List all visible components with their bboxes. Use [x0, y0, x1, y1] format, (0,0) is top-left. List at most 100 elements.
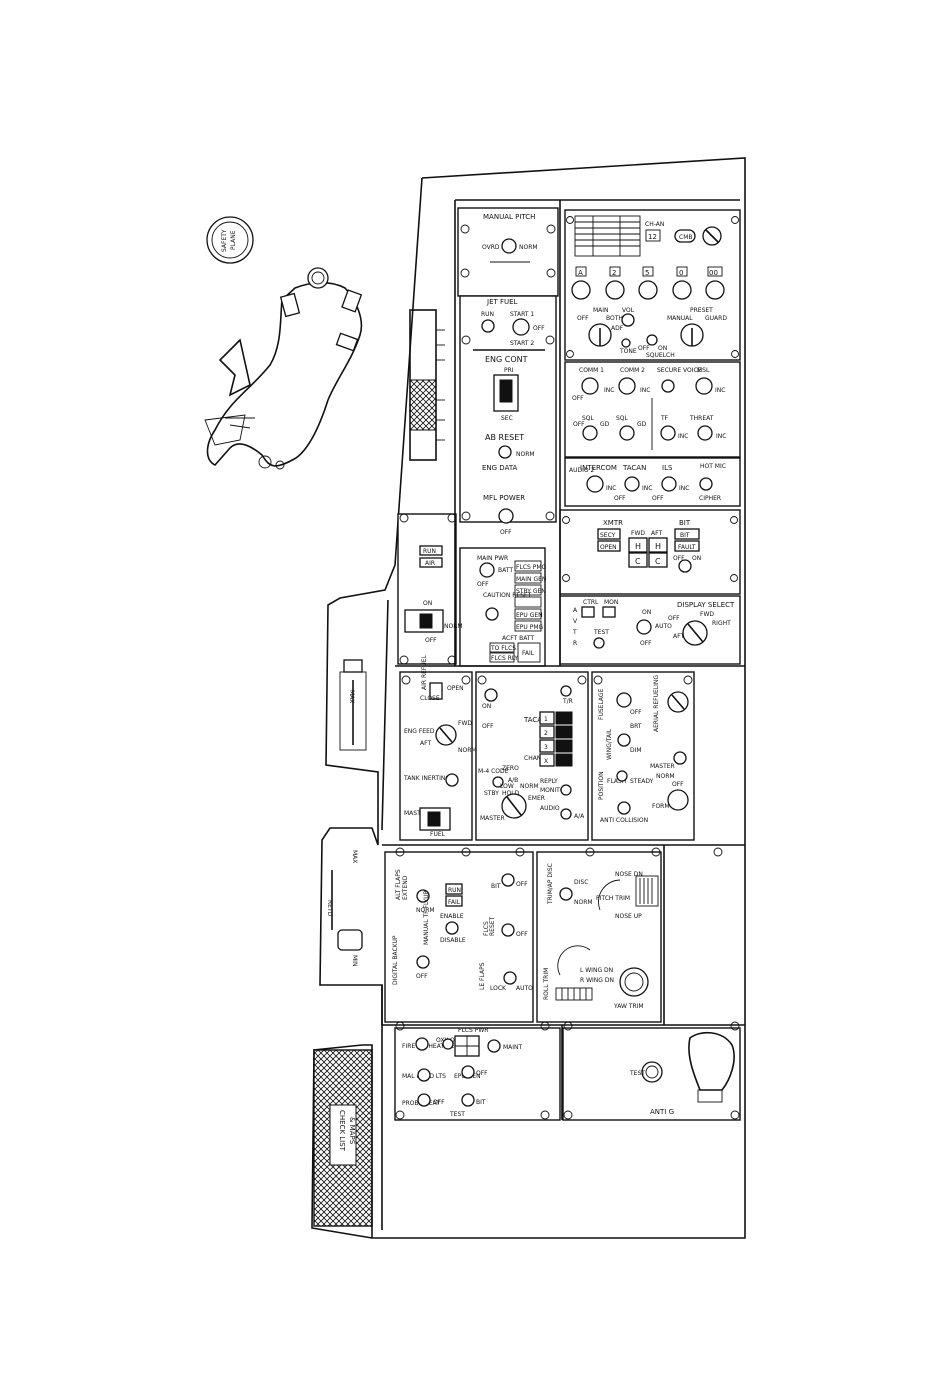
svg-text:TEST: TEST — [629, 1070, 645, 1077]
flcs-pwr-test-switch[interactable] — [487, 1039, 501, 1053]
svg-text:ENG FEED: ENG FEED — [404, 728, 435, 735]
comm2-volume-knob[interactable] — [618, 377, 636, 395]
svg-text:COMM 1: COMM 1 — [579, 367, 604, 374]
intercom-knob[interactable] — [586, 475, 604, 493]
uhf-volume-knob[interactable] — [621, 313, 635, 327]
tone-button[interactable] — [621, 338, 631, 348]
svg-text:DISC: DISC — [574, 879, 588, 886]
svg-text:ON: ON — [482, 703, 491, 710]
ils-volume-knob[interactable] — [661, 476, 677, 492]
tacan-volume-knob[interactable] — [624, 476, 640, 492]
yaw-trim-knob[interactable] — [619, 967, 649, 997]
svg-text:MAIN PWR: MAIN PWR — [477, 555, 508, 562]
digital-backup-switch[interactable] — [416, 955, 430, 969]
svg-text:2: 2 — [544, 730, 548, 737]
mfl-power-switch[interactable] — [498, 508, 514, 524]
comm1-volume-knob[interactable] — [581, 377, 599, 395]
ant-test-button[interactable] — [593, 637, 605, 649]
freq-knob-4[interactable] — [672, 280, 692, 300]
audio-1-panel: COMM 1 COMM 2 SECURE VOICE MSL INC OFF I… — [564, 361, 741, 458]
svg-text:MIN: MIN — [351, 955, 358, 966]
epu-gen-test-switch[interactable] — [461, 1065, 475, 1079]
cmb-button[interactable] — [674, 229, 696, 243]
position-lights-switch[interactable] — [616, 770, 628, 782]
speedbrake-control[interactable]: MAX RETD MAX MIN — [326, 659, 367, 966]
svg-text:BATT: BATT — [498, 567, 513, 574]
secure-voice-knob[interactable] — [661, 379, 675, 393]
freq-knob-2[interactable] — [605, 280, 625, 300]
probe-heat-switch[interactable] — [417, 1093, 431, 1107]
svg-text:OFF: OFF — [433, 1099, 445, 1106]
svg-text:INC: INC — [642, 485, 652, 492]
jfs-switch[interactable] — [512, 318, 530, 336]
svg-text:LE FLAPS: LE FLAPS — [479, 962, 486, 990]
svg-text:HOLD: HOLD — [502, 790, 520, 797]
caution-reset-button[interactable] — [485, 607, 499, 621]
svg-text:INC: INC — [679, 485, 689, 492]
test-bit-switch[interactable] — [461, 1093, 475, 1107]
trim-ap-disc-switch[interactable] — [559, 887, 573, 901]
svg-text:ADF: ADF — [611, 325, 624, 332]
flcs-bit-switch[interactable] — [501, 873, 515, 887]
form-lights-knob[interactable] — [667, 789, 689, 811]
svg-text:AUTO: AUTO — [516, 985, 533, 992]
svg-text:FIRE & OHEAT DETECT: FIRE & OHEAT DETECT — [402, 1043, 470, 1050]
xmtr-bit-panel: XMTR SECY OPEN FWD AFT H H C C BIT BIT F… — [559, 509, 741, 595]
bit-button[interactable] — [674, 528, 700, 540]
svg-text:TANK INERTING: TANK INERTING — [403, 775, 450, 782]
ant-mon-button[interactable] — [602, 606, 616, 618]
svg-text:VOL: VOL — [622, 307, 635, 314]
svg-text:BRT: BRT — [630, 723, 642, 730]
squelch-switch[interactable] — [646, 334, 658, 346]
svg-text:INTERCOM: INTERCOM — [580, 464, 617, 472]
svg-text:STBY GEN: STBY GEN — [516, 588, 546, 595]
alt-flaps-switch[interactable] — [416, 889, 430, 903]
svg-text:DIM: DIM — [630, 747, 642, 754]
tacan-channel-wheels[interactable]: 1 2 3 X — [539, 711, 573, 767]
threat-volume-knob[interactable] — [697, 425, 713, 441]
freq-knob-3[interactable] — [638, 280, 658, 300]
svg-text:NORM: NORM — [656, 773, 675, 780]
bit-switch[interactable] — [678, 559, 692, 573]
le-flaps-switch[interactable] — [503, 971, 517, 985]
elec-caution-lights: FLCS PMG MAIN GEN STBY GEN EPU GEN EPU P… — [514, 560, 546, 632]
svg-text:AIR REFUEL: AIR REFUEL — [421, 654, 428, 690]
hot-mic-switch[interactable] — [699, 477, 713, 491]
tacan-mode-switch[interactable] — [560, 685, 572, 697]
msl-volume-knob[interactable] — [695, 377, 713, 395]
tf-volume-knob[interactable] — [660, 425, 676, 441]
fire-oheat-button[interactable] — [415, 1037, 429, 1051]
ab-reset-switch[interactable] — [498, 445, 512, 459]
svg-text:JET FUEL: JET FUEL — [486, 298, 518, 306]
comm2-sql-switch[interactable] — [619, 425, 635, 441]
svg-text:ENG CONT: ENG CONT — [485, 355, 528, 364]
fuselage-lights-knob[interactable] — [616, 692, 632, 708]
anti-g-test-button[interactable] — [641, 1061, 663, 1083]
comm1-sql-switch[interactable] — [582, 425, 598, 441]
epu-panel: RUN AIR ON NORM OFF — [397, 513, 463, 665]
oxy-qty-switch[interactable] — [442, 1038, 454, 1050]
tank-inerting-switch[interactable] — [445, 773, 459, 787]
flcs-reset-switch[interactable] — [501, 923, 515, 937]
main-power-switch[interactable] — [479, 562, 495, 578]
manual-tf-flyup-switch[interactable] — [445, 921, 459, 935]
master-light-switch[interactable] — [673, 751, 687, 765]
throttle-grip[interactable] — [204, 267, 363, 470]
svg-text:T: T — [572, 629, 577, 636]
anti-collision-knob[interactable] — [617, 801, 631, 815]
freq-knob-5[interactable] — [705, 280, 725, 300]
iff-audio-switch[interactable] — [560, 808, 572, 820]
svg-text:OVRD: OVRD — [482, 244, 500, 251]
air-refuel-switch[interactable] — [429, 682, 443, 700]
freq-knob-1[interactable] — [571, 280, 591, 300]
m4-code-switch[interactable] — [492, 776, 504, 788]
ant-power-switch[interactable] — [636, 619, 652, 635]
mal-ind-lts-switch[interactable] — [417, 1068, 431, 1082]
svg-text:TF: TF — [660, 415, 669, 422]
manual-pitch-switch[interactable] — [501, 238, 517, 254]
wing-tail-lights-knob[interactable] — [617, 733, 631, 747]
iff-power-switch[interactable] — [484, 688, 498, 702]
ant-ctrl-button[interactable] — [581, 606, 595, 618]
iff-monitor-switch[interactable] — [560, 784, 572, 796]
